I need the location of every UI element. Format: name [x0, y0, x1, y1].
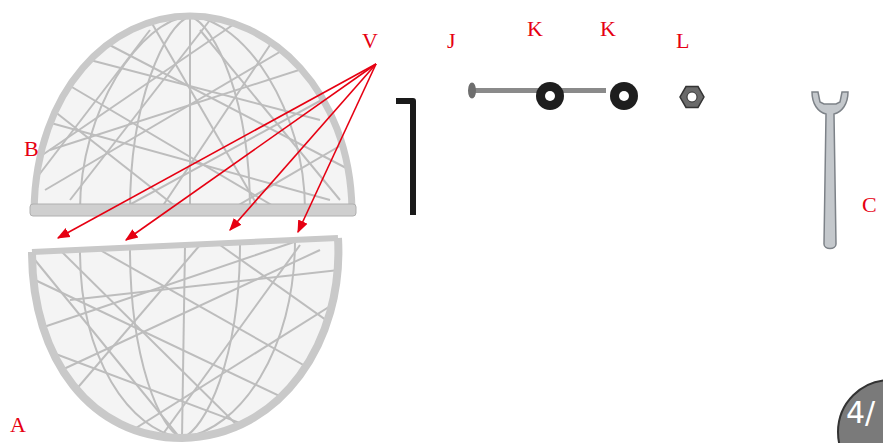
part-letter: C — [862, 194, 877, 216]
part-letter: K — [600, 18, 616, 40]
part-letter: B — [24, 138, 39, 160]
part-letter: L — [676, 30, 689, 52]
part-letter: J — [447, 30, 456, 52]
washer — [610, 82, 638, 110]
page-badge — [838, 380, 883, 443]
allen-key — [396, 101, 413, 215]
wrench — [812, 92, 848, 249]
top-shell — [30, 16, 356, 216]
nut — [680, 87, 704, 108]
pointer-arrows — [58, 64, 376, 240]
page-number: 4/ — [846, 398, 875, 428]
part-letter: V — [362, 30, 378, 52]
washer — [536, 82, 564, 110]
bottom-shell — [32, 238, 340, 438]
part-letter: A — [10, 414, 26, 436]
part-letter: K — [527, 18, 543, 40]
